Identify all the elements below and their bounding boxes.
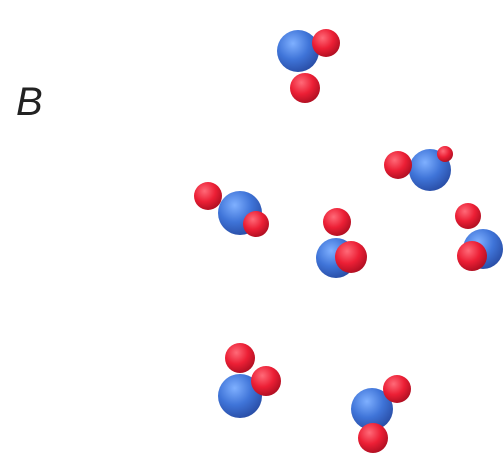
molecule-1 bbox=[277, 29, 340, 103]
outer-atom bbox=[194, 182, 222, 210]
outer-atom bbox=[457, 241, 487, 271]
outer-atom bbox=[455, 203, 481, 229]
outer-atom bbox=[243, 211, 269, 237]
outer-atom bbox=[437, 146, 453, 162]
outer-atom bbox=[312, 29, 340, 57]
outer-atom bbox=[323, 208, 351, 236]
molecule-6 bbox=[218, 343, 281, 418]
outer-atom bbox=[225, 343, 255, 373]
outer-atom bbox=[335, 241, 367, 273]
molecule-7 bbox=[351, 375, 411, 453]
outer-atom bbox=[251, 366, 281, 396]
central-atom bbox=[277, 30, 319, 72]
molecule-5 bbox=[455, 203, 503, 271]
outer-atom bbox=[383, 375, 411, 403]
molecule-2 bbox=[194, 182, 269, 237]
outer-atom bbox=[358, 423, 388, 453]
outer-atom bbox=[384, 151, 412, 179]
molecule-3 bbox=[316, 208, 367, 278]
molecule-4 bbox=[384, 146, 453, 191]
outer-atom bbox=[290, 73, 320, 103]
